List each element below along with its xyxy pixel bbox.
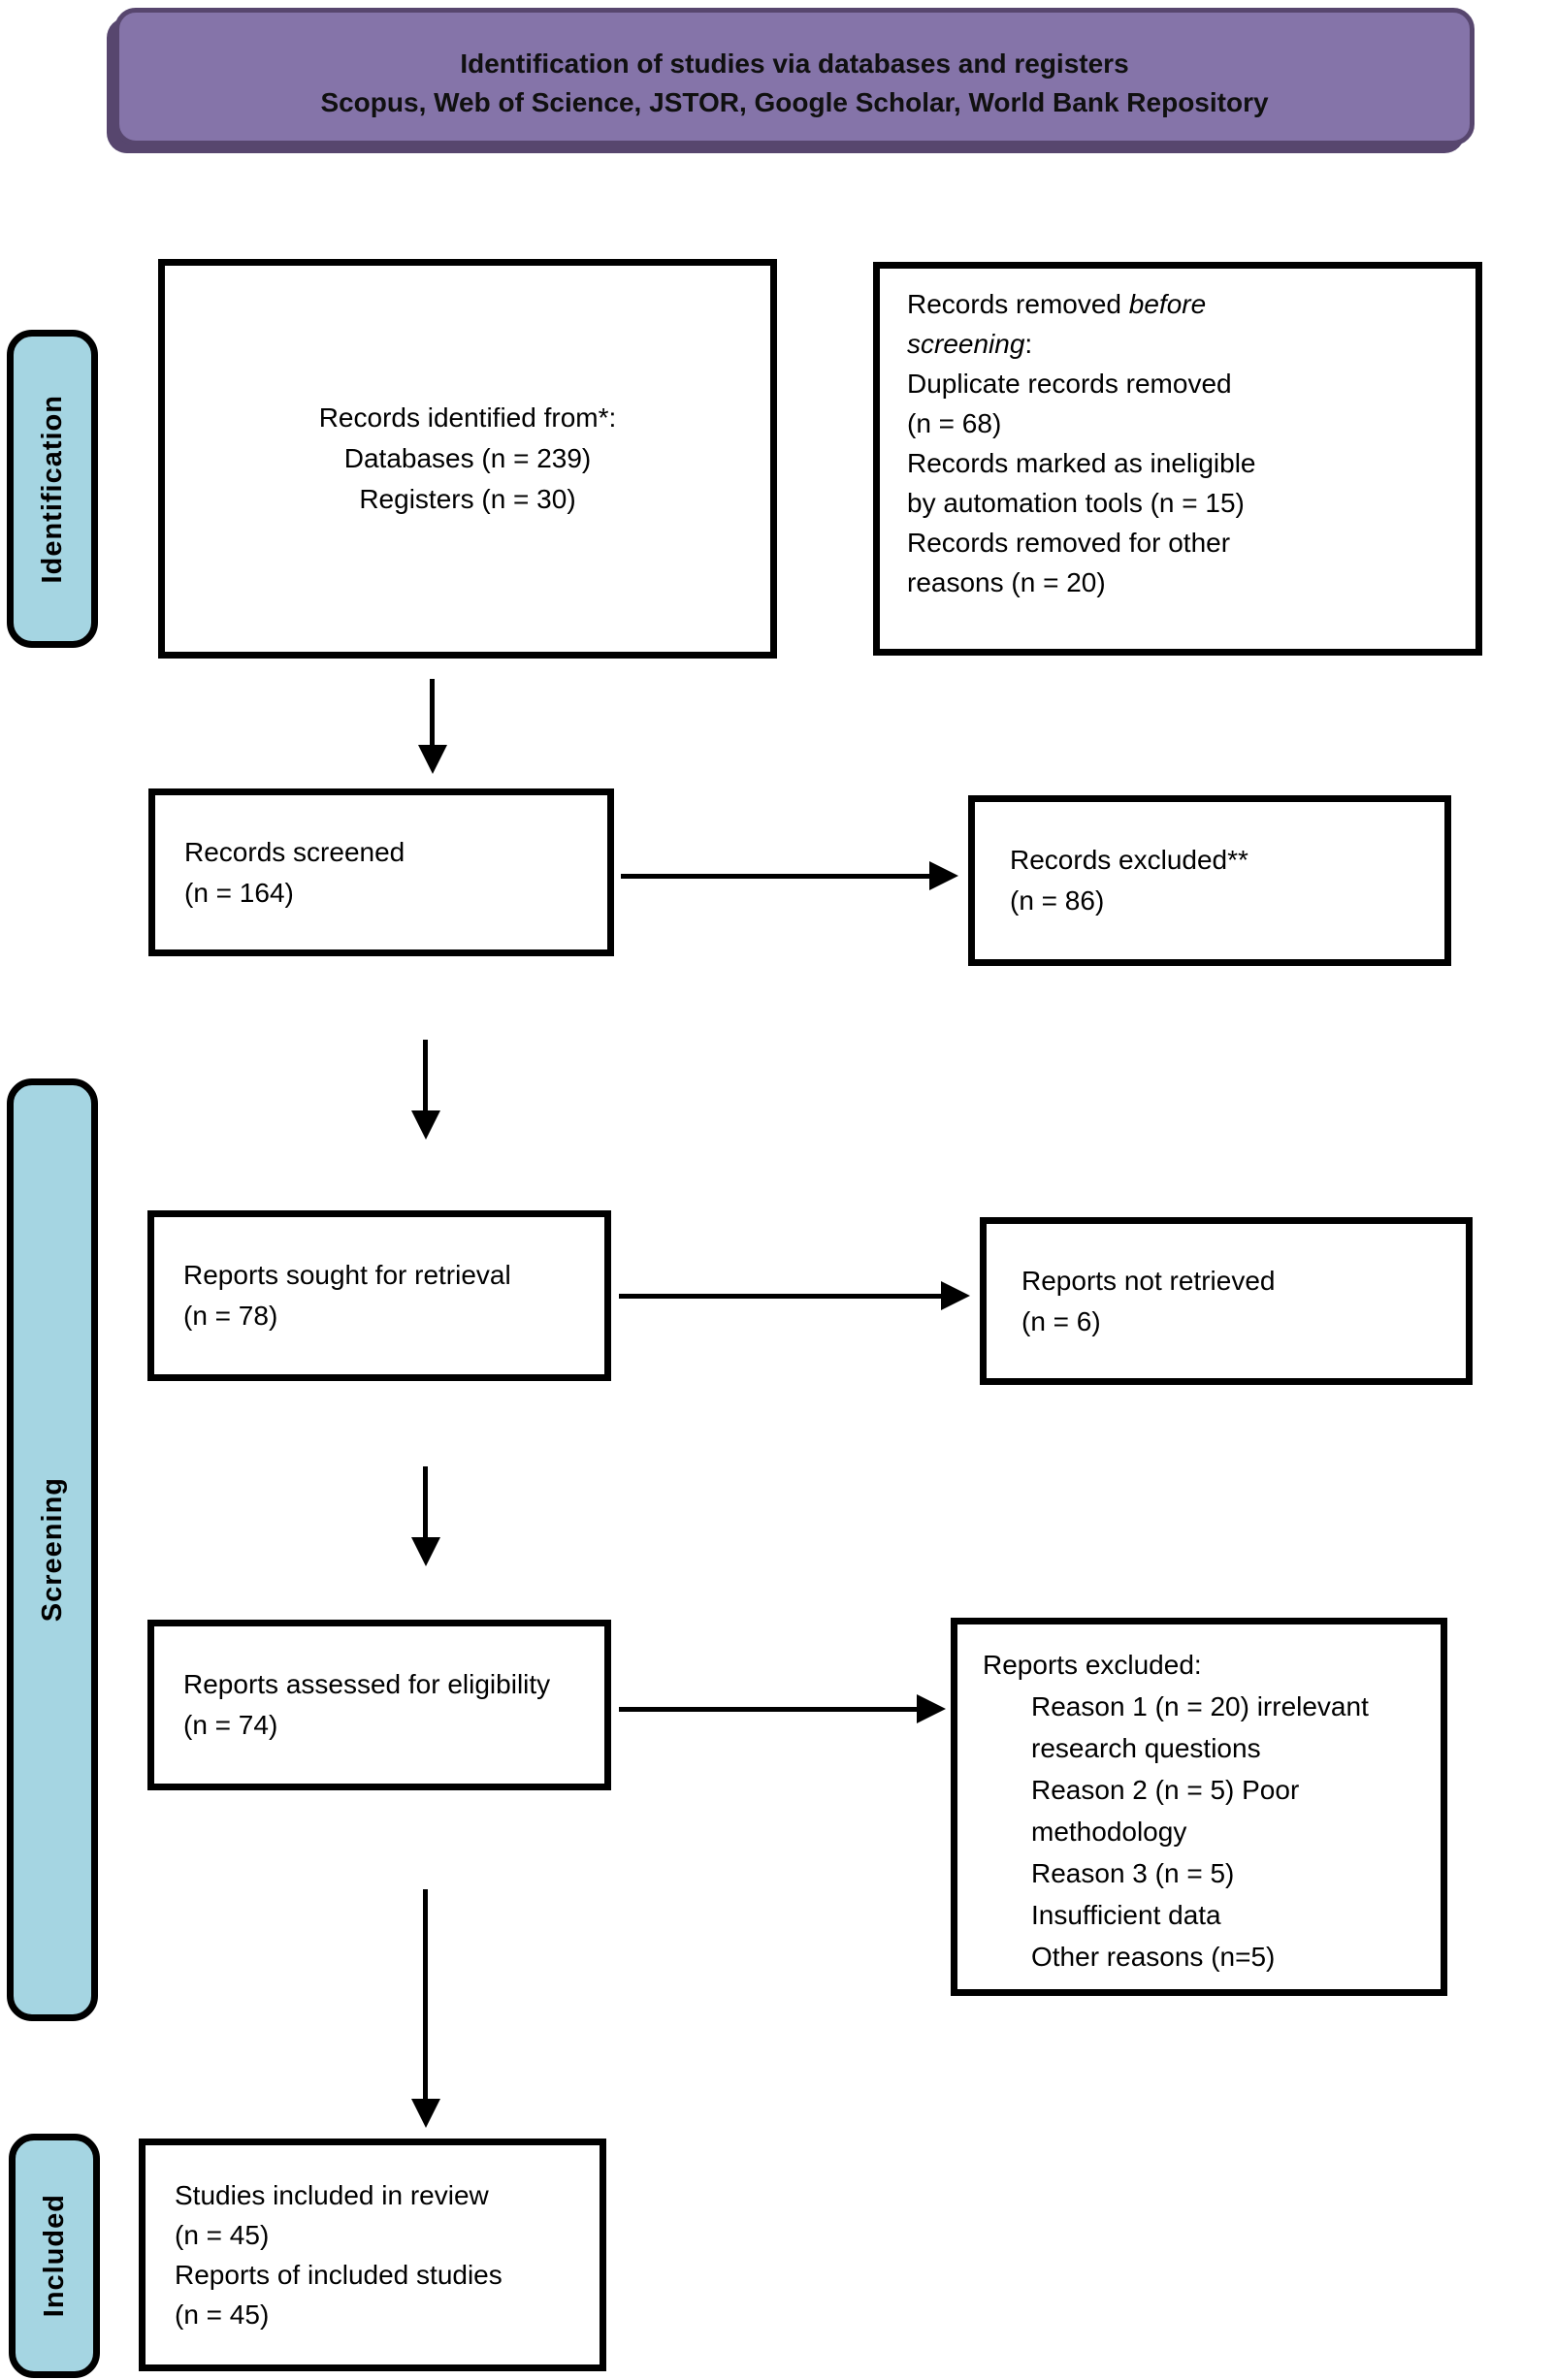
box-reports-excluded-reasons: Reports excluded:Reason 1 (n = 20) irrel… — [951, 1618, 1447, 1996]
arrow-head-right-icon — [941, 1281, 970, 1310]
arrow-shaft — [423, 1889, 428, 2101]
box-reports-not-retrieved: Reports not retrieved(n = 6) — [980, 1217, 1473, 1385]
arrow-head-down-icon — [411, 1110, 440, 1140]
arrow-head-right-icon — [917, 1694, 946, 1723]
arrow-shaft — [430, 679, 435, 747]
arrow-shaft — [423, 1466, 428, 1539]
arrow-shaft — [619, 1294, 944, 1299]
stage-label-identification-text: Identification — [36, 394, 68, 584]
arrow-head-right-icon — [929, 861, 958, 890]
arrow-head-down-icon — [411, 2099, 440, 2128]
box-reports-assessed-for-eligibility: Reports assessed for eligibility(n = 74) — [147, 1620, 611, 1790]
header-title: Identification of studies via databases … — [460, 48, 1129, 79]
box-records-screened: Records screened(n = 164) — [148, 788, 614, 956]
arrow-shaft — [621, 874, 931, 879]
box-records-excluded: Records excluded**(n = 86) — [968, 795, 1451, 966]
arrow-head-down-icon — [411, 1537, 440, 1566]
stage-label-screening-text: Screening — [36, 1477, 68, 1623]
arrow-shaft — [423, 1040, 428, 1112]
arrow-shaft — [619, 1707, 920, 1712]
box-studies-included-in-review: Studies included in review(n = 45)Report… — [139, 2139, 606, 2371]
header-banner: Identification of studies via databases … — [114, 8, 1475, 145]
stage-label-screening: Screening — [7, 1078, 98, 2021]
stage-label-included: Included — [9, 2134, 100, 2378]
header-sources: Scopus, Web of Science, JSTOR, Google Sc… — [320, 87, 1269, 117]
arrow-head-down-icon — [418, 745, 447, 774]
box-reports-sought-for-retrieval: Reports sought for retrieval(n = 78) — [147, 1210, 611, 1381]
box-records-identified: Records identified from*:Databases (n = … — [158, 259, 777, 659]
stage-label-included-text: Included — [38, 2194, 70, 2318]
stage-label-identification: Identification — [7, 330, 98, 648]
